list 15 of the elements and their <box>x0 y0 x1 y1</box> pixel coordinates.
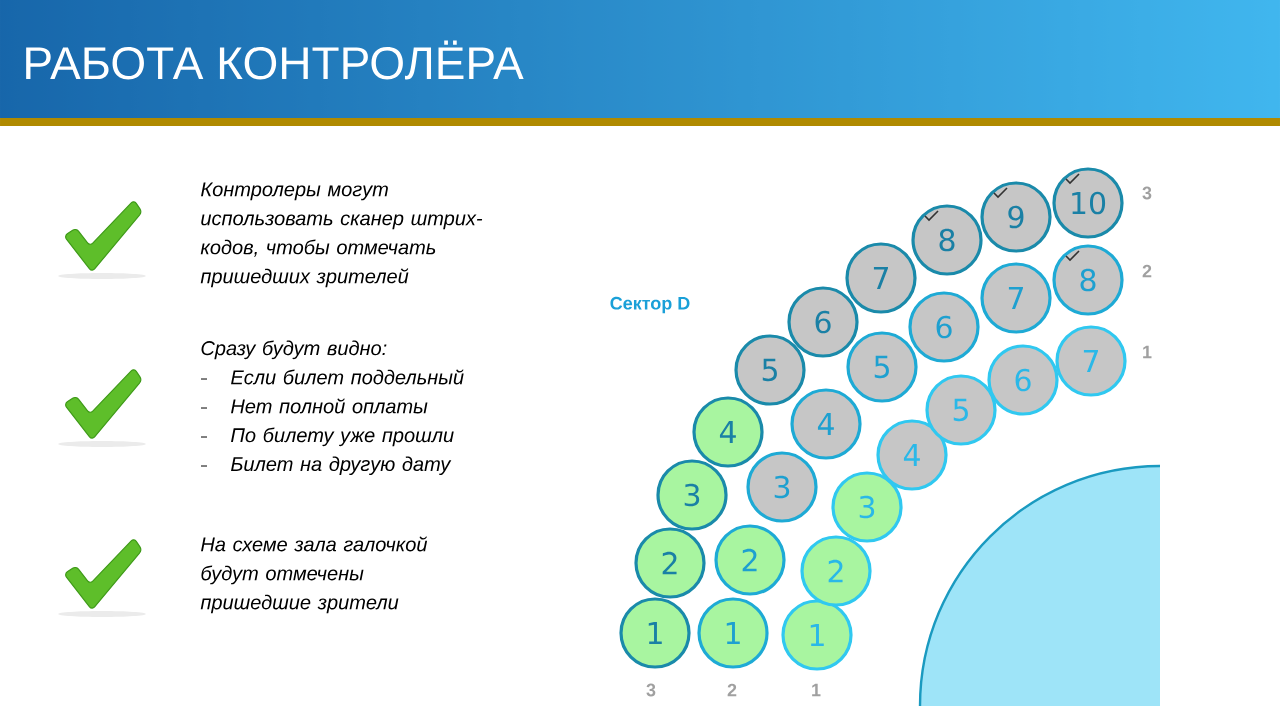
list-item: Если билет поддельный <box>231 369 464 385</box>
row-number: 3 <box>646 683 656 697</box>
list-item: Нет полной оплаты <box>231 398 428 414</box>
row-number: 2 <box>1142 264 1152 278</box>
body-text: Сразу будут видно: <box>201 340 387 360</box>
row-number: 1 <box>1143 345 1152 359</box>
body-text: Контролеры могут использовать сканер штрих-кодов, чтобы отмечать пришедших зрителей <box>200 182 483 288</box>
slide-title: РАБОТА КОНТРОЛЁРА <box>26 40 524 80</box>
row-number: 2 <box>727 683 737 697</box>
list-item: Билет на другую дату <box>231 456 452 476</box>
body-text: На схеме зала галочкой будут отмечены пришедшие зрители <box>200 536 428 614</box>
list-item: По билету уже прошли <box>231 427 454 447</box>
row-number: 1 <box>812 683 821 697</box>
row-number: 3 <box>1142 186 1152 200</box>
sector-label: Сектор D <box>610 296 690 314</box>
